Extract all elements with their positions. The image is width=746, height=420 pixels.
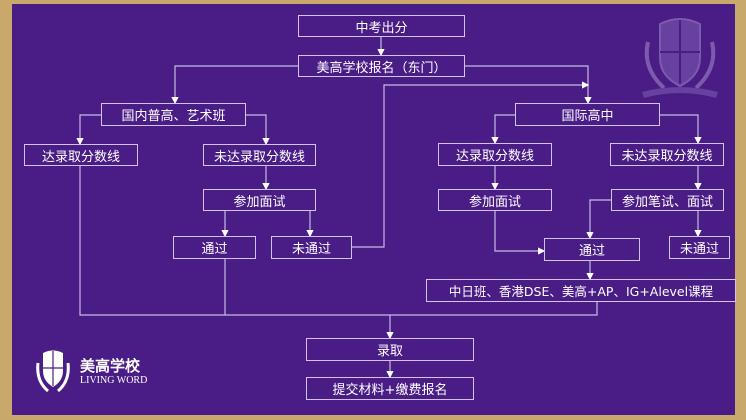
logo-en: LIVING WORD [80, 375, 148, 386]
node-dom-pass: 通过 [173, 236, 256, 259]
node-intl-exam: 参加笔试、面试 [611, 189, 724, 211]
node-domestic: 国内普高、艺术班 [101, 103, 246, 126]
node-dom-interview: 参加面试 [203, 189, 316, 211]
node-score-release: 中考出分 [298, 15, 465, 37]
node-submit: 提交材料+缴费报名 [306, 377, 474, 400]
crest-logo-icon [36, 350, 70, 393]
node-intl-fail: 未通过 [669, 236, 730, 259]
node-dom-not-reach: 未达录取分数线 [203, 144, 316, 166]
node-programs: 中日班、香港DSE、美高+AP、IG+Alevel课程 [426, 279, 736, 302]
node-register: 美高学校报名（东门） [298, 55, 465, 77]
node-admitted: 录取 [306, 338, 474, 361]
school-logo: 美高学校 LIVING WORD [34, 347, 147, 399]
node-intl-pass: 通过 [544, 238, 640, 261]
node-intl-not-reach: 未达录取分数线 [610, 143, 724, 166]
node-dom-reach: 达录取分数线 [24, 144, 138, 166]
logo-cn: 美高学校 [80, 357, 141, 375]
flowchart-canvas: 中考出分 美高学校报名（东门） 国内普高、艺术班 达录取分数线 未达录取分数线 … [12, 4, 736, 415]
node-intl-reach: 达录取分数线 [438, 143, 552, 166]
node-intl-interview: 参加面试 [438, 189, 552, 211]
connector-lines [76, 37, 702, 379]
node-dom-fail: 未通过 [271, 236, 352, 259]
crest-watermark-icon [642, 18, 718, 98]
node-intl: 国际高中 [515, 103, 660, 126]
